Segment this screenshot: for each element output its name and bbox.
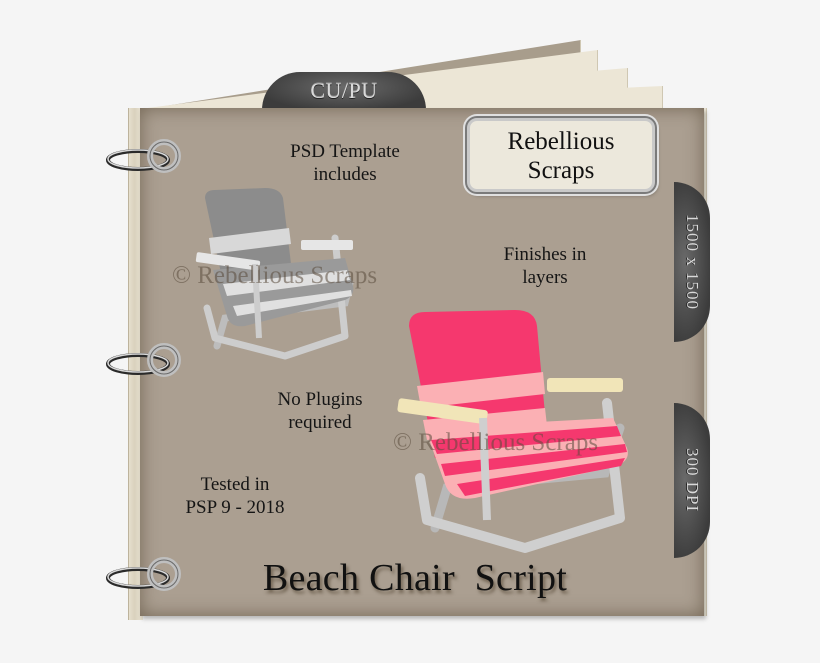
feature-psd-line2: includes	[313, 164, 377, 185]
pink-beach-chair-icon	[397, 310, 628, 553]
feature-tested: Tested in PSP 9 - 2018	[165, 473, 305, 519]
binder-ring-icon	[106, 139, 181, 173]
product-title: Beach Chair Script	[262, 557, 568, 599]
feature-finishes: Finishes in layers	[485, 243, 605, 289]
feature-tested-line1: Tested in	[200, 474, 270, 495]
watermark: © Rebellious Scraps	[393, 429, 599, 456]
feature-plugins: No Plugins required	[255, 388, 385, 434]
brand-line-1: Rebellious	[507, 128, 615, 155]
tab-cu-pu: CU/PU	[262, 72, 426, 110]
gray-beach-chair-icon	[195, 188, 354, 360]
feature-tested-line2: PSP 9 - 2018	[185, 497, 285, 518]
tab-size: 1500 x 1500	[674, 182, 710, 342]
feature-psd: PSD Template includes	[270, 140, 420, 186]
feature-plugins-line2: required	[288, 412, 352, 433]
tab-size-label: 1500 x 1500	[683, 214, 702, 310]
feature-finishes-line1: Finishes in	[503, 244, 587, 265]
book-spine	[128, 108, 143, 620]
binder-ring-icon	[106, 343, 181, 377]
tab-dpi: 300 DPI	[674, 403, 710, 558]
tab-dpi-label: 300 DPI	[683, 448, 702, 513]
tab-cu-pu-label: CU/PU	[310, 78, 378, 103]
feature-plugins-line1: No Plugins	[277, 389, 363, 410]
watermark: © Rebellious Scraps	[172, 262, 378, 289]
brand-plaque: Rebellious Scraps	[467, 118, 655, 192]
feature-psd-line1: PSD Template	[290, 141, 400, 162]
feature-finishes-line2: layers	[522, 267, 568, 288]
binder-ring-icon	[106, 557, 181, 591]
brand-line-2: Scraps	[527, 157, 595, 184]
